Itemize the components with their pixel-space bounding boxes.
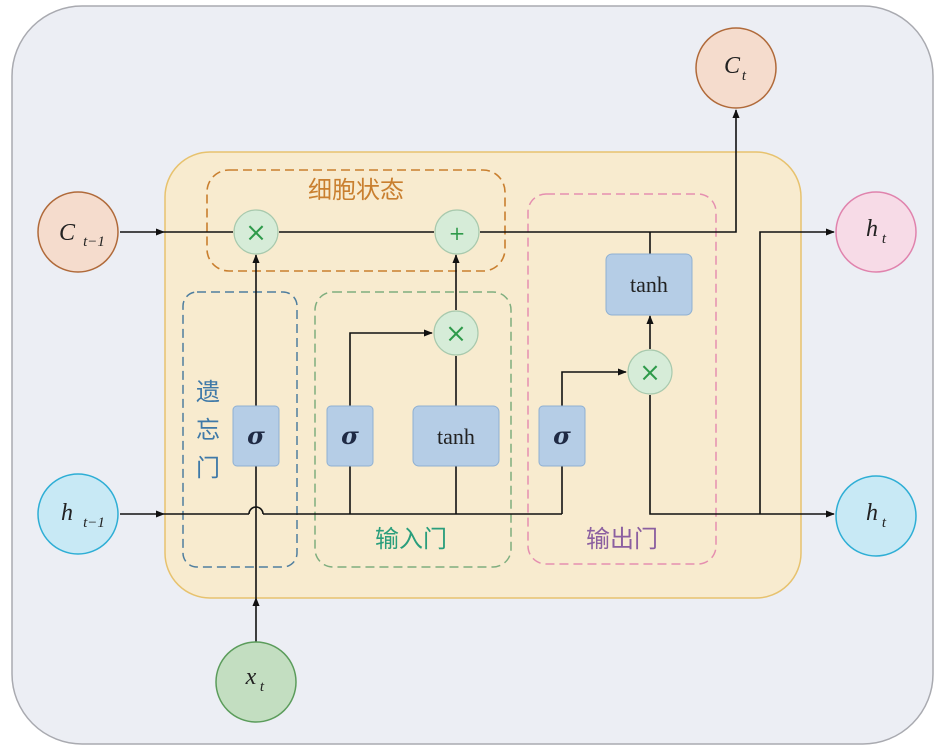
mult-op-forget: ×	[233, 209, 279, 255]
input-gate-group	[314, 291, 512, 568]
node-x-main: x	[245, 664, 257, 690]
node-x-sub: t	[260, 679, 265, 695]
input-gate-label: 输入门	[375, 525, 447, 553]
node-h-out-top: h t	[835, 191, 917, 273]
node-h-out-bottom-main: h	[866, 500, 878, 526]
node-c-prev-sub: t−1	[83, 234, 105, 250]
node-x: x t	[215, 641, 297, 723]
forget-sigma-box: σ	[232, 405, 280, 467]
line-input-sigma-to-mult2	[349, 329, 433, 406]
mult-op-output: ×	[627, 349, 673, 395]
input-tanh-box: tanh	[412, 405, 500, 467]
node-c-out-sub: t	[742, 68, 747, 84]
node-h-out-bottom: h t	[835, 475, 917, 557]
forget-gate-label-3: 门	[196, 454, 220, 482]
cell-state-label: 细胞状态	[308, 176, 404, 204]
forget-gate-label-2: 忘	[196, 416, 220, 444]
line-add-to-ct	[480, 109, 740, 233]
line-ht-branch-up	[759, 228, 835, 514]
plus-icon: +	[449, 221, 466, 245]
tanh-label: tanh	[630, 272, 668, 297]
sigma-label: σ	[247, 421, 265, 450]
node-h-prev: h t−1	[37, 473, 119, 555]
multiply-icon: ×	[639, 358, 661, 388]
cell-state-group	[206, 169, 506, 272]
node-c-out: C t	[695, 27, 777, 109]
output-tanh-box: tanh	[605, 253, 693, 316]
tanh-label: tanh	[437, 424, 475, 449]
output-sigma-box: σ	[538, 405, 586, 467]
sigma-label: σ	[341, 421, 359, 450]
node-h-out-top-sub: t	[882, 231, 887, 247]
output-gate-label: 输出门	[586, 525, 658, 553]
node-c-prev-main: C	[59, 220, 76, 246]
sigma-label: σ	[553, 421, 571, 450]
node-h-out-bottom-sub: t	[882, 515, 887, 531]
input-sigma-box: σ	[326, 405, 374, 467]
node-c-prev: C t−1	[37, 191, 119, 273]
line-output-sigma-to-mult3	[561, 368, 627, 406]
forget-gate-group	[182, 291, 298, 568]
node-h-prev-sub: t−1	[83, 515, 105, 531]
multiply-icon: ×	[245, 218, 267, 248]
node-c-out-main: C	[724, 53, 741, 79]
node-h-prev-main: h	[61, 500, 73, 526]
node-h-out-top-main: h	[866, 216, 878, 242]
line-mult3-to-ht	[649, 395, 835, 518]
add-op-cell: +	[434, 209, 480, 255]
output-gate-group	[527, 193, 717, 565]
mult-op-input: ×	[433, 310, 479, 356]
multiply-icon: ×	[445, 319, 467, 349]
forget-gate-label-1: 遗	[196, 378, 220, 406]
